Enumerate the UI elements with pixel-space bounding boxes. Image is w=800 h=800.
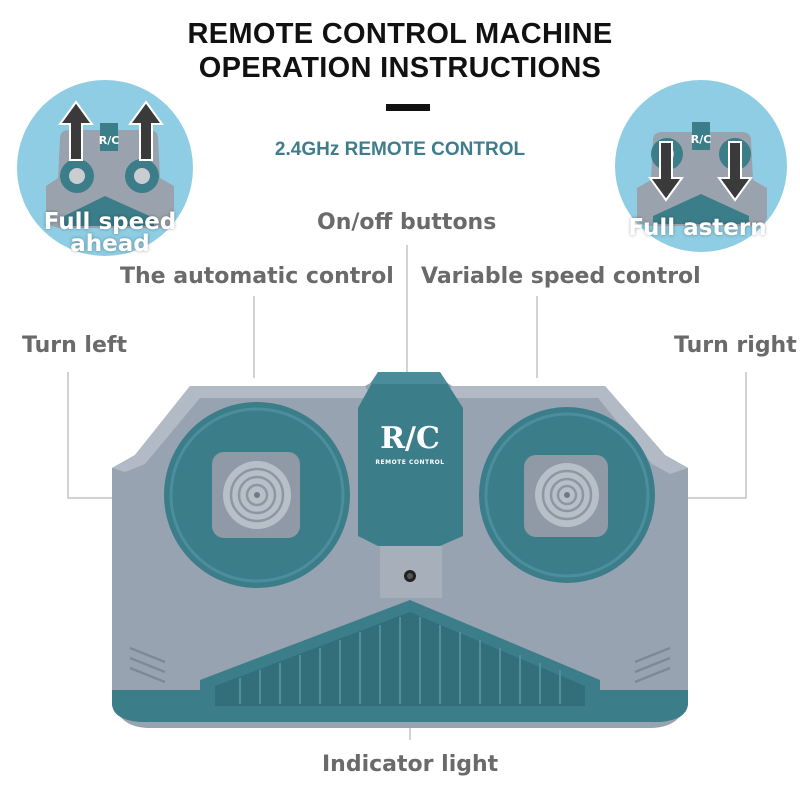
svg-text:R/C: R/C	[99, 134, 120, 147]
rc-logo-subtext: REMOTE CONTROL	[375, 459, 445, 466]
label-automatic-control: The automatic control	[120, 264, 394, 289]
svg-text:R/C: R/C	[691, 133, 712, 146]
title-line-1: REMOTE CONTROL MACHINE	[187, 18, 613, 50]
arrow-up-icon	[128, 100, 164, 161]
arrow-down-icon	[717, 141, 753, 202]
title-divider	[386, 104, 430, 111]
label-on-off-buttons: On/off buttons	[317, 210, 497, 235]
rc-logo: R/C	[380, 421, 440, 456]
label-turn-right: Turn right	[674, 333, 797, 358]
badge-full-astern-text: Full astern	[628, 215, 767, 241]
badge-full-speed-ahead-line2: ahead	[70, 231, 150, 257]
arrow-down-icon	[648, 141, 684, 202]
badge-full-speed-ahead-line1: Full speed	[43, 209, 177, 235]
title-line-2: OPERATION INSTRUCTIONS	[198, 52, 602, 84]
label-indicator-light: Indicator light	[322, 752, 499, 777]
subtitle: 2.4GHz REMOTE CONTROL	[274, 139, 526, 160]
label-variable-speed-control: Variable speed control	[421, 264, 701, 289]
arrow-up-icon	[58, 100, 94, 161]
label-turn-left: Turn left	[22, 333, 127, 358]
